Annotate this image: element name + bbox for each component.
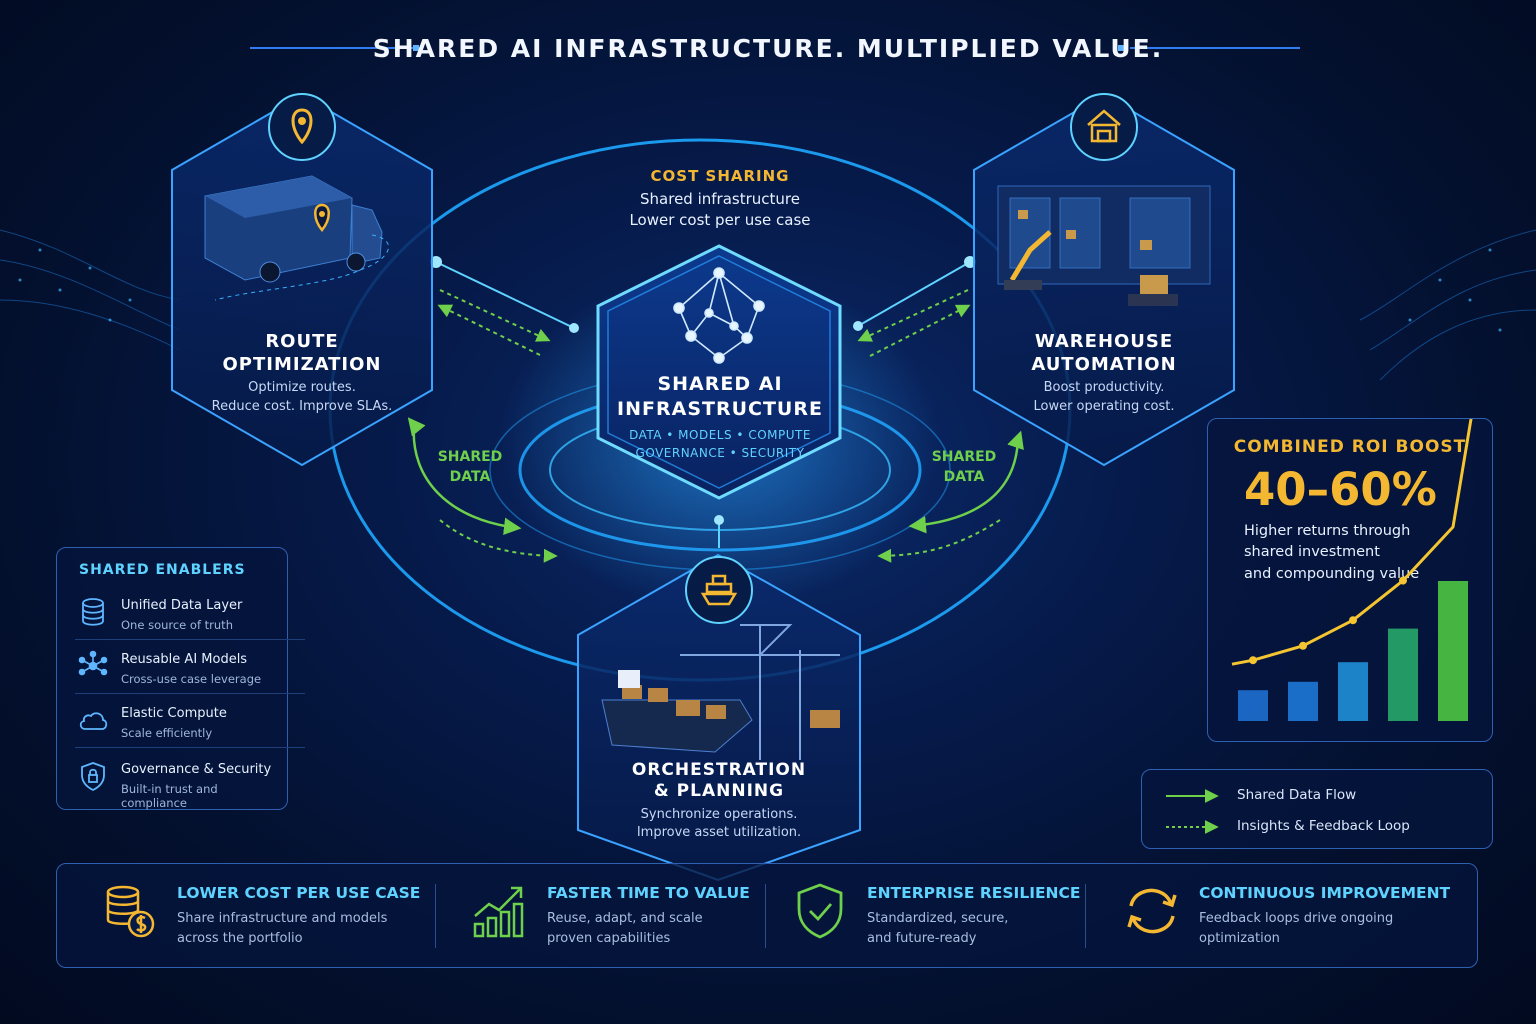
benefit-desc-line1: Reuse, adapt, and scale: [547, 911, 703, 926]
roi-desc-line2: shared investment: [1244, 544, 1380, 560]
benefit-desc-line1: Feedback loops drive ongoing: [1199, 911, 1394, 926]
route-title-line1: ROUTE: [265, 331, 339, 352]
cloud-icon: [79, 712, 108, 730]
page-title: SHARED AI INFRASTRUCTURE. MULTIPLIED VAL…: [372, 34, 1164, 63]
enabler-name: Reusable AI Models: [121, 652, 248, 667]
location-pin-icon: [291, 108, 313, 145]
benefit-desc-line2: proven capabilities: [547, 931, 671, 946]
roi-bar: [1438, 581, 1468, 721]
roi-bar: [1238, 690, 1268, 721]
benefit-item: CONTINUOUS IMPROVEMENT Feedback loops dr…: [1079, 864, 1459, 964]
coins-dollar-icon: [106, 885, 155, 938]
route-title-line2: OPTIMIZATION: [222, 354, 382, 375]
enabler-desc: Cross-use case leverage: [121, 672, 262, 686]
center-title-line2: INFRASTRUCTURE: [617, 398, 823, 420]
benefit-title: ENTERPRISE RESILIENCE: [867, 884, 1081, 902]
route-desc-line2: Reduce cost. Improve SLAs.: [211, 399, 393, 414]
legend-panel: Shared Data Flow Insights & Feedback Loo…: [1141, 769, 1493, 849]
roi-growth-chart: [1231, 419, 1473, 721]
roi-desc-line3: and compounding value: [1244, 566, 1420, 582]
center-tags-line1: DATA • MODELS • COMPUTE: [629, 428, 811, 442]
roi-value: 40–60%: [1244, 463, 1437, 516]
benefit-desc: Reuse, adapt, and scale proven capabilit…: [547, 909, 767, 949]
benefit-item: LOWER COST PER USE CASE Share infrastruc…: [57, 864, 437, 964]
orchestration-title-line1: ORCHESTRATION: [631, 760, 807, 780]
shield-check-icon: [797, 883, 843, 939]
refresh-cycle-icon: [1127, 888, 1177, 934]
route-desc-line1: Optimize routes.: [248, 380, 356, 395]
cost-sharing-line2: Lower cost per use case: [629, 211, 811, 229]
center-tags-line2: GOVERNANCE • SECURITY: [635, 446, 805, 460]
shared-data-left-line1: SHARED: [437, 449, 503, 465]
enabler-item: Reusable AI Models Cross-use case levera…: [57, 650, 287, 705]
roi-desc-line1: Higher returns through: [1244, 523, 1411, 539]
legend-item-solid: Shared Data Flow: [1237, 787, 1357, 803]
port-illustration: [601, 624, 840, 760]
enabler-name: Elastic Compute: [121, 706, 227, 721]
warehouse-title-line1: WAREHOUSE: [1034, 331, 1174, 352]
shared-enablers-heading: SHARED ENABLERS: [79, 562, 246, 578]
benefit-desc: Feedback loops drive ongoing optimizatio…: [1199, 909, 1419, 949]
truck-illustration: [204, 175, 390, 301]
benefit-desc: Share infrastructure and models across t…: [177, 909, 397, 949]
shared-data-left-line2: DATA: [449, 469, 491, 485]
enabler-desc: Built-in trust and compliance: [121, 782, 218, 810]
roi-curve-point: [1299, 641, 1307, 650]
roi-curve-point: [1249, 656, 1257, 665]
benefit-title: CONTINUOUS IMPROVEMENT: [1199, 884, 1451, 902]
benefit-item: FASTER TIME TO VALUE Reuse, adapt, and s…: [427, 864, 767, 964]
roi-bar: [1338, 662, 1368, 721]
benefit-desc-line1: Standardized, secure,: [867, 911, 1009, 926]
orchestration-desc-line2: Improve asset utilization.: [636, 825, 802, 840]
roi-curve-point: [1399, 576, 1407, 585]
cost-sharing-line1: Shared infrastructure: [640, 190, 800, 208]
center-title-line1: SHARED AI: [657, 373, 783, 395]
warehouse-illustration: [997, 185, 1211, 306]
database-icon: [82, 598, 104, 626]
legend-arrows: [1166, 789, 1219, 834]
benefit-desc-line2: and future-ready: [867, 931, 977, 946]
cost-sharing-heading: COST SHARING: [650, 167, 790, 185]
benefit-title: LOWER COST PER USE CASE: [177, 884, 421, 902]
benefit-title: FASTER TIME TO VALUE: [547, 884, 750, 902]
warehouse-icon: [1087, 109, 1121, 143]
enabler-item: Governance & Security Built-in trust and…: [57, 760, 287, 815]
enabler-desc: Scale efficiently: [121, 726, 213, 740]
legend-item-dotted: Insights & Feedback Loop: [1237, 818, 1410, 834]
ship-icon: [700, 574, 738, 606]
benefit-desc-line2: optimization: [1199, 931, 1280, 946]
enabler-item: Unified Data Layer One source of truth: [57, 596, 287, 651]
enabler-name: Governance & Security: [121, 762, 272, 777]
enabler-name: Unified Data Layer: [121, 598, 243, 613]
enabler-desc: One source of truth: [121, 618, 233, 632]
shared-data-right-line1: SHARED: [931, 449, 997, 465]
roi-curve-point: [1349, 616, 1357, 625]
growth-chart-icon: [473, 886, 524, 938]
warehouse-desc-line1: Boost productivity.: [1043, 380, 1165, 395]
benefit-desc-line1: Share infrastructure and models: [177, 911, 388, 926]
shared-data-right-line2: DATA: [943, 469, 985, 485]
shared-enablers-panel: SHARED ENABLERS Unified Data Layer One s…: [56, 547, 305, 810]
benefit-item: ENTERPRISE RESILIENCE Standardized, secu…: [747, 864, 1087, 964]
roi-panel: COMBINED ROI BOOST 40–60% Higher returns…: [1207, 418, 1493, 742]
model-network-icon: [78, 650, 108, 676]
network-icon: [673, 267, 765, 364]
benefit-desc-line2: across the portfolio: [177, 931, 303, 946]
orchestration-desc-line1: Synchronize operations.: [640, 807, 798, 822]
roi-bar: [1388, 628, 1418, 721]
roi-heading: COMBINED ROI BOOST: [1233, 437, 1467, 457]
benefit-desc: Standardized, secure, and future-ready: [867, 909, 1087, 949]
warehouse-desc-line2: Lower operating cost.: [1033, 399, 1175, 414]
warehouse-title-line2: AUTOMATION: [1031, 354, 1177, 375]
shield-lock-icon: [81, 762, 105, 792]
orchestration-title-line2: & PLANNING: [653, 781, 785, 801]
roi-bar: [1288, 681, 1318, 721]
benefits-bar: LOWER COST PER USE CASE Share infrastruc…: [56, 863, 1478, 968]
enabler-item: Elastic Compute Scale efficiently: [57, 704, 287, 759]
